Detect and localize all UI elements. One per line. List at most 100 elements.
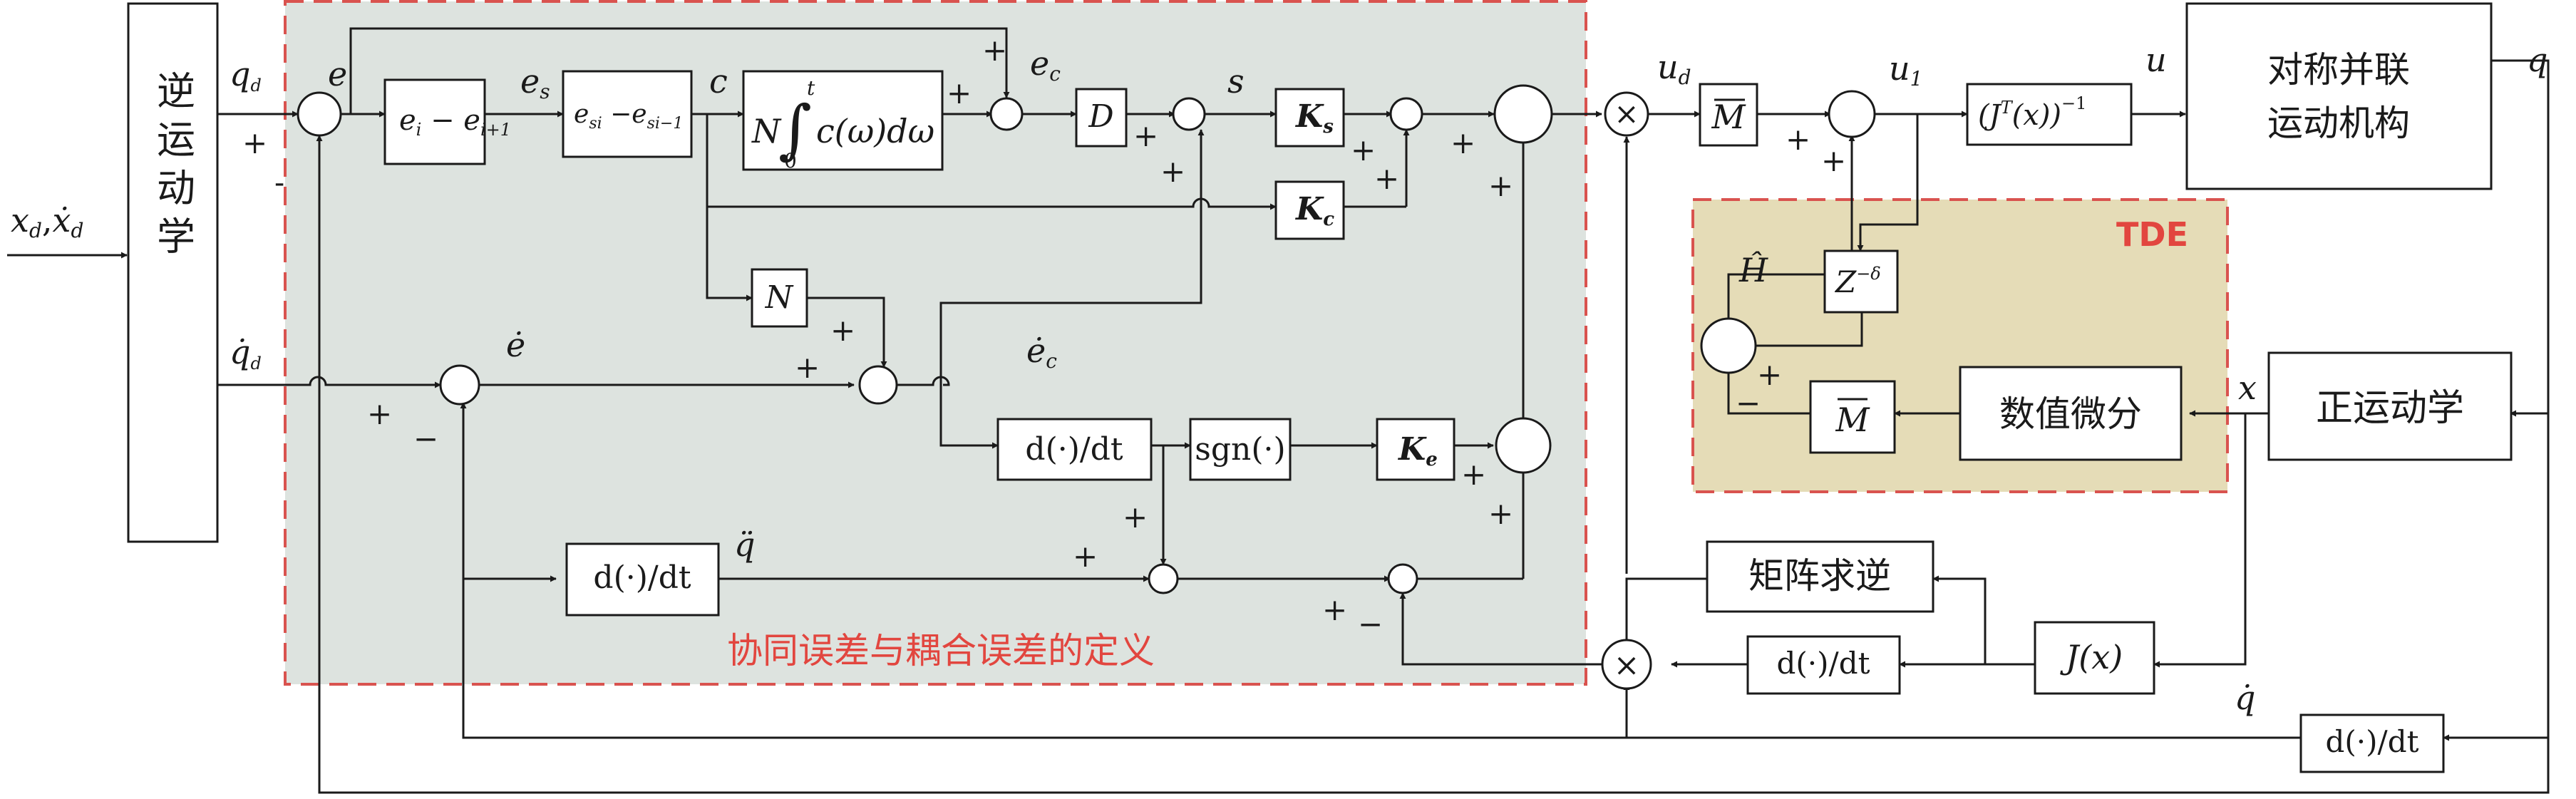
- gain-kc-block: Kc: [1274, 180, 1345, 240]
- svg-text:M: M: [1711, 98, 1746, 136]
- plus-sign: +: [1451, 125, 1475, 160]
- svg-text:矩阵求逆: 矩阵求逆: [1748, 555, 1891, 597]
- derivative-block-ecdot: d(·)/dt: [996, 418, 1153, 481]
- svg-text:M: M: [1835, 401, 1870, 439]
- svg-text:Kc: Kc: [1294, 191, 1334, 230]
- integral-block: N ∫ t 0 c(ω)dω: [742, 70, 944, 172]
- plus-sign: +: [1073, 539, 1098, 574]
- mass-matrix-block-upper: M: [1699, 83, 1758, 147]
- signal-s-label: s: [1227, 62, 1245, 100]
- signal-q-label: q: [2527, 41, 2547, 79]
- plus-sign: +: [982, 33, 1007, 68]
- svg-text:Ke: Ke: [1397, 431, 1438, 470]
- signal-ud-label: ud: [1657, 48, 1691, 89]
- plus-sign: +: [1821, 143, 1846, 178]
- minus-sign: −: [413, 421, 438, 456]
- tde-region-title: TDE: [2116, 215, 2188, 254]
- qd-label: qd: [230, 55, 262, 96]
- svg-text:esi −esi−1: esi −esi−1: [574, 100, 683, 133]
- multiplier-junction-ud: [1604, 91, 1649, 137]
- minus-sign: -: [274, 165, 284, 200]
- svg-text:ei − ei+1: ei − ei+1: [399, 104, 511, 140]
- signal-wires: [7, 27, 2550, 794]
- sum-junction-u1: [1828, 90, 1876, 138]
- plus-sign: +: [1322, 592, 1347, 627]
- svg-text:运动机构: 运动机构: [2267, 103, 2410, 144]
- svg-text:0: 0: [784, 149, 797, 172]
- jacobian-block: J(x): [2034, 621, 2155, 695]
- svg-text:(JT(x))−1: (JT(x))−1: [1978, 93, 2086, 132]
- svg-text:t: t: [807, 76, 815, 100]
- minus-sign: −: [1736, 386, 1761, 421]
- plus-sign: +: [830, 313, 855, 348]
- plus-sign: +: [1461, 457, 1486, 492]
- svg-text:∫: ∫: [778, 92, 812, 167]
- mass-matrix-block-lower: M: [1809, 380, 1896, 454]
- svg-text:N: N: [751, 112, 782, 150]
- gain-ke-block: Ke: [1376, 418, 1456, 481]
- signal-h-hat-label: Ĥ: [1738, 250, 1768, 289]
- inverse-kinematics-block: 逆运动学: [127, 2, 219, 543]
- plus-sign: +: [367, 396, 392, 431]
- gain-ks-block: Ks: [1274, 88, 1345, 148]
- gain-n-block: N: [751, 268, 808, 328]
- svg-text:sgn(·): sgn(·): [1195, 431, 1285, 468]
- jacobian-inverse-block: (JT(x))−1: [1966, 83, 2133, 146]
- signal-e-label: e: [328, 55, 347, 93]
- sum-junction-h: [1700, 317, 1757, 374]
- mechanism-block: 对称并联 运动机构: [2185, 2, 2493, 190]
- sum-junction-ecdot: [858, 365, 898, 405]
- plus-sign: +: [795, 350, 820, 385]
- plus-sign: +: [1160, 154, 1185, 189]
- coupling-error-region-title: 协同误差与耦合误差的定义: [727, 630, 1155, 671]
- signal-u1-label: u1: [1889, 49, 1922, 91]
- sum-junction-main: [1493, 84, 1553, 144]
- derivative-block-qddot: d(·)/dt: [565, 542, 720, 617]
- signal-ec-label: ec: [1030, 44, 1061, 86]
- svg-text:D: D: [1088, 98, 1113, 135]
- svg-text:Ks: Ks: [1294, 98, 1334, 138]
- sync-error-difference-block: esi −esi−1: [562, 70, 693, 158]
- qd-dot-label: q̇d: [230, 333, 262, 373]
- numeric-diff-block: 数值微分: [1959, 366, 2183, 461]
- signal-qdot-label: q̇: [2235, 679, 2255, 717]
- svg-text:d(·)/dt: d(·)/dt: [593, 560, 691, 596]
- plus-sign: +: [1757, 357, 1782, 392]
- svg-text:对称并联: 对称并联: [2267, 49, 2410, 91]
- svg-text:Z−δ: Z−δ: [1834, 264, 1881, 299]
- plus-sign: +: [1786, 122, 1810, 157]
- signal-ecdot-label: ėc: [1026, 331, 1057, 373]
- signal-edot-label: ė: [506, 326, 525, 364]
- svg-text:xd,ẋd: xd,ẋd: [11, 201, 83, 242]
- matrix-inverse-block: 矩阵求逆: [1706, 540, 1934, 613]
- signal-u-label: u: [2145, 41, 2167, 79]
- svg-text:c(ω)dω: c(ω)dω: [816, 112, 934, 150]
- sum-junction-ks-kc: [1389, 97, 1423, 131]
- derivative-block-jacobian: d(·)/dt: [1746, 635, 1901, 695]
- plus-sign: +: [1374, 161, 1399, 196]
- plus-sign: +: [1133, 118, 1158, 153]
- plus-sign: +: [1488, 168, 1513, 203]
- derivative-block-q: d(·)/dt: [2299, 713, 2445, 773]
- sum-junction-ec: [989, 97, 1024, 131]
- sum-junction-s: [1172, 97, 1206, 131]
- svg-text:数值微分: 数值微分: [1999, 393, 2142, 435]
- multiplier-junction-lower: [1601, 639, 1652, 690]
- multiply-sign: ×: [1614, 96, 1639, 131]
- svg-text:J(x): J(x): [2060, 638, 2123, 676]
- sum-junction-e: [297, 91, 342, 137]
- forward-kinematics-block: 正运动学: [2267, 351, 2513, 461]
- sum-junction-edot: [439, 364, 480, 406]
- svg-text:d(·)/dt: d(·)/dt: [2326, 724, 2419, 759]
- inverse-kinematics-label: 逆运动学: [150, 71, 195, 264]
- plus-sign: +: [947, 76, 972, 110]
- delay-block: Z−δ: [1823, 249, 1899, 314]
- minus-sign: −: [1358, 607, 1383, 641]
- svg-text:正运动学: 正运动学: [2316, 387, 2464, 430]
- svg-text:d(·)/dt: d(·)/dt: [1777, 646, 1870, 681]
- sign-function-block: sgn(·): [1189, 418, 1292, 481]
- svg-text:d(·)/dt: d(·)/dt: [1025, 431, 1123, 468]
- error-difference-block: ei − ei+1: [383, 78, 511, 165]
- signal-es-label: es: [520, 62, 550, 103]
